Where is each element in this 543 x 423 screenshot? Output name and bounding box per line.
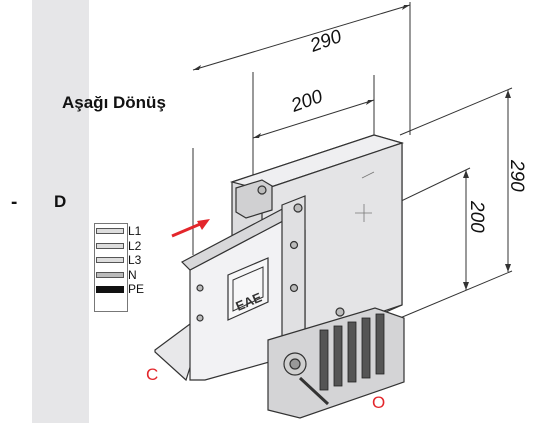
legend-label-l2: L2 [128, 238, 142, 253]
legend-swatch-l3 [96, 257, 124, 264]
conductor-legend: L1 L2 L3 N PE [96, 224, 176, 297]
legend-swatch-pe [96, 285, 124, 293]
variant-dash: - [11, 192, 18, 213]
connector-o-label: O [372, 393, 386, 412]
legend-label-l3: L3 [128, 253, 142, 268]
legend-swatch-l2 [96, 242, 124, 249]
dim-right-inner: 200 [466, 200, 487, 233]
legend-row-l2: L2 [96, 239, 176, 254]
insertion-arrow-icon [171, 219, 210, 238]
connector-c-label: C [146, 365, 159, 384]
busbar-elbow-body [154, 134, 405, 419]
legend-row-pe: PE [96, 282, 176, 297]
page-title: Aşağı Dönüş [62, 93, 166, 112]
eae-logo: EAE [227, 257, 269, 321]
variant-letter: D [54, 192, 67, 211]
legend-row-l3: L3 [96, 253, 176, 268]
legend-swatch-l1 [96, 228, 124, 235]
legend-row-l1: L1 [96, 224, 176, 239]
legend-swatch-n [96, 271, 124, 278]
legend-frame [94, 223, 128, 312]
dim-line-top-inner [252, 99, 375, 139]
legend-label-n: N [128, 267, 137, 282]
dim-top-inner: 200 [288, 86, 326, 117]
side-band [32, 0, 89, 423]
legend-label-pe: PE [128, 282, 145, 297]
dim-line-top-outer [192, 4, 411, 71]
dim-top-outer: 290 [307, 26, 345, 57]
legend-label-l1: L1 [128, 224, 142, 239]
dimension-arrowheads [193, 5, 511, 290]
legend-row-n: N [96, 268, 176, 283]
dim-right-outer: 290 [506, 159, 527, 192]
